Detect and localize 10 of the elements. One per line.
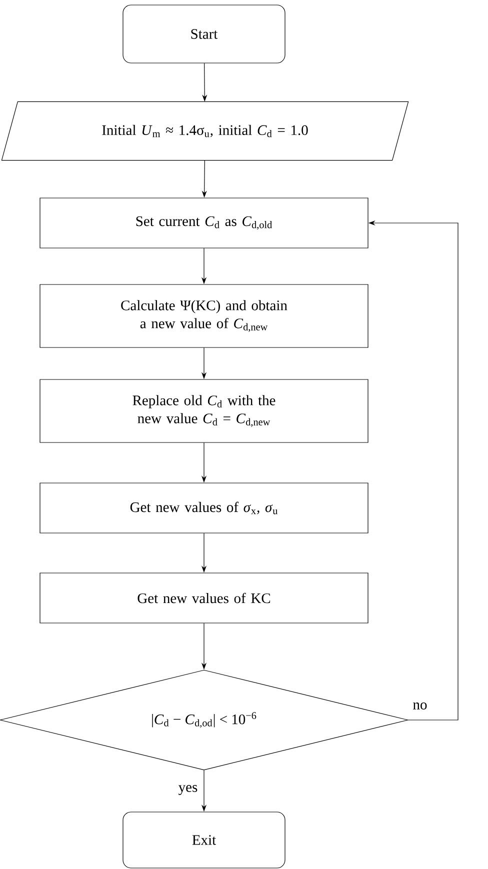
process-box: Calculate Ψ(KC) and obtain a new value of C$_{d,new}$ (40, 284, 368, 348)
exit-terminal: Exit (122, 812, 286, 868)
process-box: Get new values of KC (40, 572, 368, 624)
input-parallelogram: Initial U$_{m}$ ≈ 1.4σ$_{u}$, initial C$_{d}$ = 1.0 (1, 101, 409, 161)
edge-label: no (412, 702, 428, 710)
edge-label: yes (177, 784, 199, 796)
process-box: Get new values of σ$_{x}$, σ$_{u}$ (40, 482, 368, 534)
start-terminal: Start (122, 4, 286, 64)
process-box: Set current C$_{d}$ as C$_{d,old}$ (40, 198, 368, 248)
process-box: Replace old C$_{d}$ with the new value C$_{d}$ = C$_{d,new}$ (40, 379, 368, 443)
